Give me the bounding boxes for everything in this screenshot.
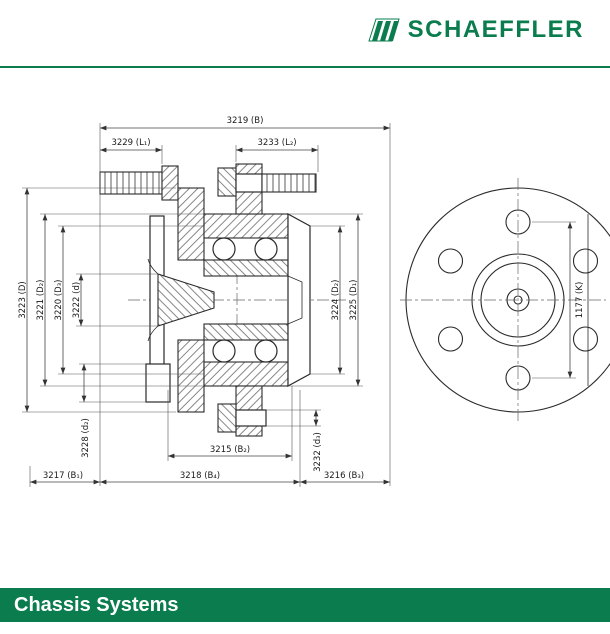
wheel-stud-shank	[235, 173, 263, 193]
knuckle-flange-bottom	[177, 339, 205, 413]
dim-D2-left-label: 3221 (D₂)	[36, 280, 46, 321]
dim-d2: 3228 (d₂)	[79, 363, 146, 458]
wheel-stud-thread	[261, 173, 317, 193]
inner-ring-top	[203, 259, 289, 277]
dim-B4-label: 3218 (B₄)	[180, 471, 220, 481]
dim-B1-label: 3217 (B₁)	[43, 471, 83, 481]
wheel-stud-head	[217, 167, 237, 197]
inner-ring-bottom	[203, 323, 289, 341]
bolt-hole	[572, 248, 599, 274]
dim-D1: 3225 (D₁)	[288, 213, 363, 387]
dim-l1-label: 3229 (L₁)	[111, 138, 150, 148]
dim-B3: 3216 (B₃)	[299, 390, 390, 487]
bearing-ball	[254, 237, 278, 261]
bolt-hole	[437, 326, 464, 352]
bolt-hole	[572, 326, 599, 352]
mounting-stud-thread	[99, 171, 163, 195]
dim-B2: 3215 (B₂)	[167, 386, 293, 461]
dim-d-label: 3222 (d)	[72, 282, 82, 318]
knuckle-flange-top	[177, 187, 205, 261]
lower-boss	[145, 363, 171, 403]
dim-l2-label: 3233 (L₂)	[257, 138, 296, 148]
mounting-stud-collar	[161, 165, 179, 201]
dim-b: 3219 (B)	[100, 116, 390, 131]
brand-logo: SCHAEFFLER	[366, 16, 584, 44]
outer-ring-top	[203, 213, 289, 239]
wheel-stud-head-bottom	[217, 403, 237, 433]
outer-ring-bottom	[203, 361, 289, 387]
cv-cone-flare	[147, 258, 159, 342]
front-view	[400, 178, 610, 422]
cv-cone	[157, 273, 215, 327]
dim-B3-label: 3216 (B₃)	[324, 471, 364, 481]
dim-b-label: 3219 (B)	[227, 116, 264, 126]
hub-outboard-cap	[287, 212, 311, 388]
dim-D: 3223 (D)	[18, 187, 176, 413]
bolt-hole	[437, 248, 464, 274]
dim-K: 1177 (K)	[532, 221, 585, 379]
dim-d2-label: 3228 (d₂)	[81, 418, 91, 458]
dim-l1: 3229 (L₁)	[100, 138, 163, 164]
dim-D3-label: 3220 (D₃)	[54, 280, 64, 321]
dim-B4: 3218 (B₄)	[100, 471, 300, 485]
cross-section-view	[99, 163, 346, 437]
schaeffler-flag-icon	[367, 18, 400, 42]
page-header: SCHAEFFLER	[0, 0, 610, 68]
wheel-stud-shank-bottom	[235, 409, 267, 427]
dim-D2-right-label: 3224 (D₂)	[331, 280, 341, 321]
footer-bar: Chassis Systems	[0, 588, 610, 622]
technical-drawing: 3219 (B) 3229 (L₁) 3233 (L₂) 3223 (D)	[0, 68, 610, 588]
dim-D1-label: 3225 (D₁)	[349, 280, 359, 321]
dim-D-label: 3223 (D)	[18, 281, 28, 319]
bearing-ball	[254, 339, 278, 363]
dim-D2-right: 3224 (D₂)	[310, 225, 345, 375]
bearing-ball	[212, 339, 236, 363]
dim-d3: 3232 (d₃)	[266, 409, 323, 472]
dim-B1: 3217 (B₁)	[29, 466, 100, 487]
dim-K-label: 1177 (K)	[575, 282, 585, 319]
brand-name: SCHAEFFLER	[407, 16, 584, 43]
dim-l2: 3233 (L₂)	[235, 138, 319, 172]
dim-B2-label: 3215 (B₂)	[210, 445, 250, 455]
dimensions: 3219 (B) 3229 (L₁) 3233 (L₂) 3223 (D)	[18, 116, 585, 487]
bearing-ball	[212, 237, 236, 261]
dim-d3-label: 3232 (d₃)	[313, 432, 323, 472]
dim-D2-left: 3221 (D₂)	[36, 213, 204, 387]
dim-d: 3222 (d)	[72, 273, 158, 327]
footer-title: Chassis Systems	[14, 593, 179, 616]
hub-bore-line	[287, 275, 303, 325]
